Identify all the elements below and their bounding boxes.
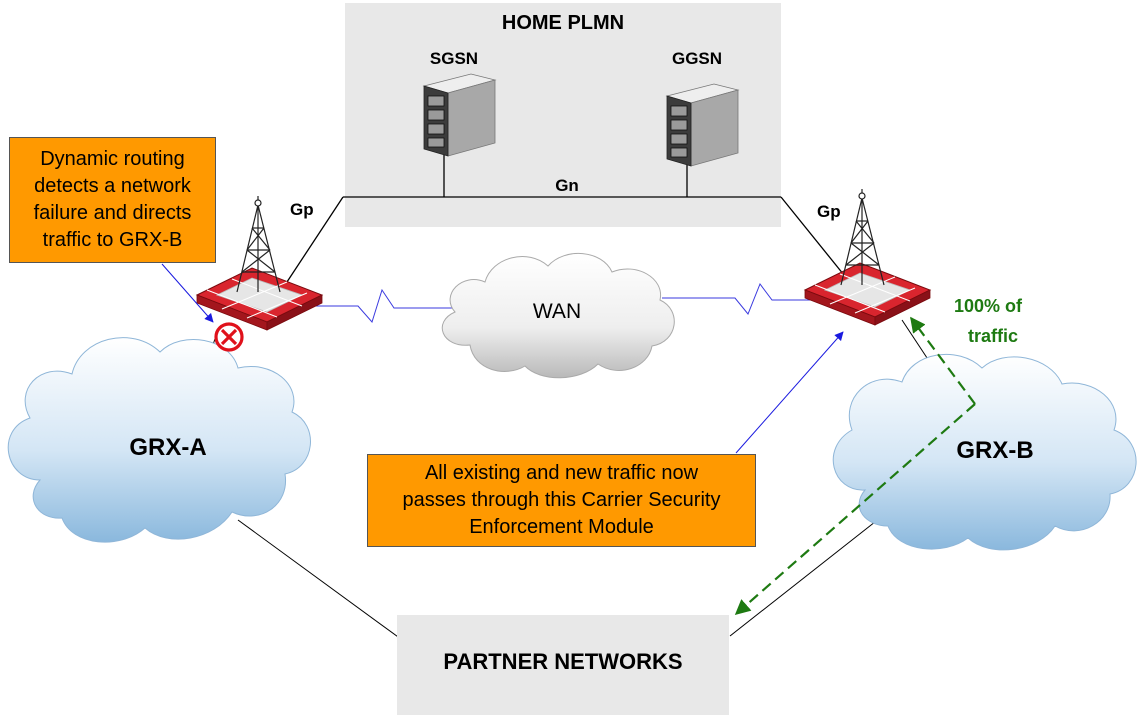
gn-label: Gn: [555, 176, 579, 195]
grx-b-label: GRX-B: [956, 437, 1033, 464]
grx-a-label: GRX-A: [129, 434, 206, 461]
left-firewall-icon: [195, 267, 324, 331]
traffic-note-line1: 100% of: [954, 296, 1023, 316]
ggsn-label: GGSN: [672, 49, 722, 68]
wan-label: WAN: [533, 300, 581, 323]
sgsn-server-icon: [422, 73, 497, 157]
left-callout-line: detects a network: [34, 175, 191, 197]
partner-networks-label: PARTNER NETWORKS: [443, 649, 682, 674]
center-callout-line: All existing and new traffic now: [424, 462, 699, 484]
left-cell-tower-icon: [236, 196, 281, 293]
sgsn-label: SGSN: [430, 49, 478, 68]
home-plmn-title: HOME PLMN: [502, 12, 624, 34]
center-callout-line: passes through this Carrier Security: [402, 489, 721, 511]
left-callout: Dynamic routing detects a network failur…: [9, 137, 216, 263]
grx-b-cloud-icon: [832, 353, 1137, 551]
gp-gn-links: [282, 150, 849, 289]
traffic-note-line2: traffic: [968, 326, 1018, 346]
wan-links: [305, 282, 822, 324]
grx-a-cloud-icon: [7, 337, 311, 543]
partner-networks-box: [397, 615, 729, 715]
left-callout-pointer: [161, 263, 214, 323]
ggsn-server-icon: [665, 83, 740, 167]
traffic-path: [734, 316, 976, 616]
center-callout-pointer: [735, 331, 844, 454]
failure-x-icon: [214, 322, 244, 352]
left-callout-line: failure and directs: [33, 202, 192, 224]
right-cell-tower-icon: [840, 189, 885, 286]
gp-left-label: Gp: [290, 200, 314, 219]
center-callout-line: Enforcement Module: [469, 516, 654, 538]
center-callout: All existing and new traffic now passes …: [367, 454, 756, 547]
left-callout-line: traffic to GRX-B: [42, 229, 183, 251]
wan-cloud-icon: [441, 253, 675, 379]
gp-right-label: Gp: [817, 202, 841, 221]
right-firewall-icon: [803, 262, 932, 326]
left-callout-line: Dynamic routing: [40, 148, 185, 170]
